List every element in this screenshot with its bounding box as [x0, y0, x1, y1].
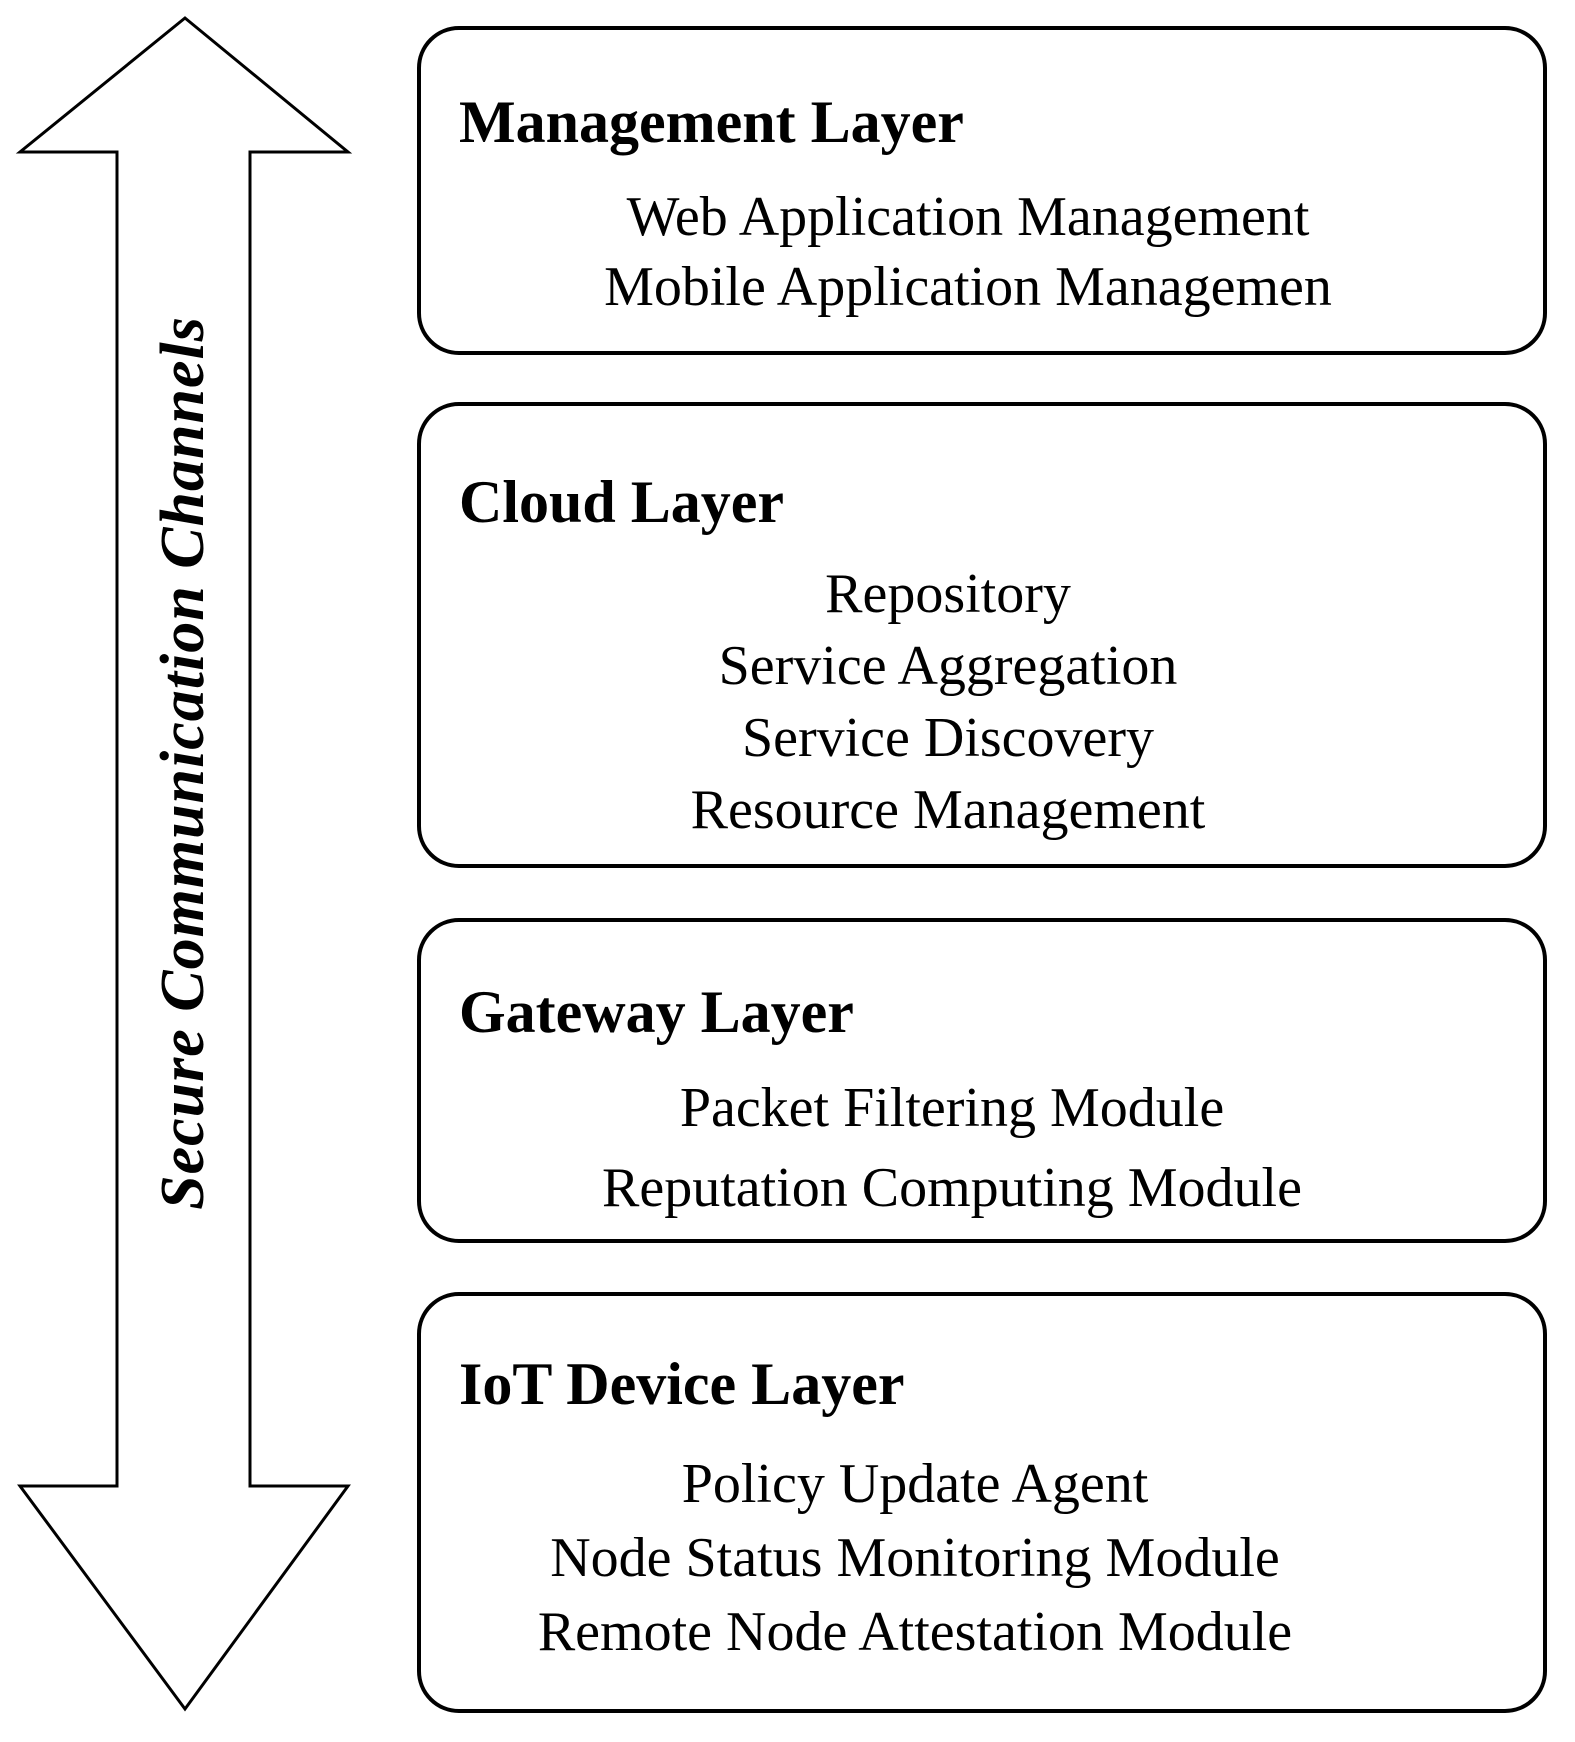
- layer-item: Web Application Management: [626, 186, 1310, 248]
- layer-item: Service Discovery: [741, 707, 1155, 769]
- layer-item: Mobile Application Managemen: [604, 256, 1332, 318]
- gateway-layer-box: Gateway Layer Packet Filtering Module Re…: [417, 918, 1547, 1243]
- layer-item: Policy Update Agent: [681, 1453, 1149, 1515]
- double-arrow-icon: [15, 16, 353, 1712]
- cloud-layer-items: Repository Service Aggregation Service D…: [421, 558, 1543, 846]
- layer-item: Service Aggregation: [718, 635, 1178, 697]
- gateway-layer-items: Packet Filtering Module Reputation Compu…: [421, 1068, 1543, 1228]
- layer-item: Remote Node Attestation Module: [537, 1601, 1293, 1663]
- iot-device-layer-title: IoT Device Layer: [459, 1351, 905, 1417]
- layer-item: Reputation Computing Module: [602, 1157, 1302, 1219]
- layer-item: Node Status Monitoring Module: [550, 1527, 1280, 1589]
- layer-item: Repository: [825, 563, 1071, 625]
- management-layer-title: Management Layer: [459, 89, 964, 155]
- layer-item: Resource Management: [690, 779, 1206, 841]
- cloud-layer-box: Cloud Layer Repository Service Aggregati…: [417, 402, 1547, 868]
- management-layer-box: Management Layer Web Application Managem…: [417, 26, 1547, 355]
- cloud-layer-title: Cloud Layer: [459, 469, 785, 535]
- layer-item: Packet Filtering Module: [679, 1077, 1225, 1139]
- iot-device-layer-items: Policy Update Agent Node Status Monitori…: [421, 1447, 1543, 1669]
- secure-channels-label: Secure Communication Channels: [149, 316, 217, 1210]
- iot-device-layer-box: IoT Device Layer Policy Update Agent Nod…: [417, 1292, 1547, 1713]
- management-layer-items: Web Application Management Mobile Applic…: [421, 182, 1543, 322]
- gateway-layer-title: Gateway Layer: [459, 979, 854, 1045]
